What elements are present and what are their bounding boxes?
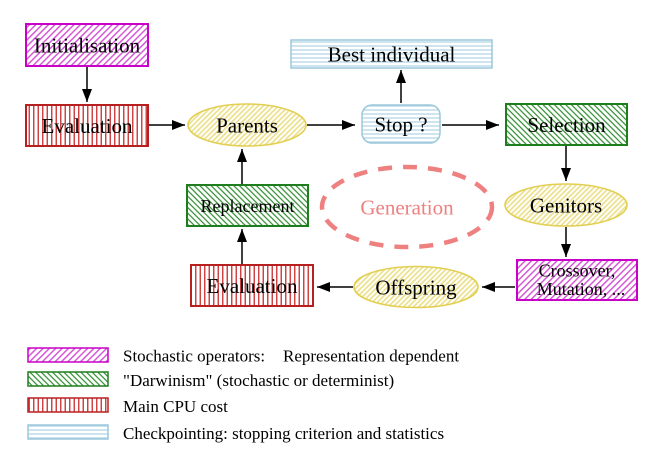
legend-row-cpu: Main CPU cost xyxy=(27,397,228,416)
evaluation-bottom-label: Evaluation xyxy=(207,274,298,298)
node-evaluation-bottom: Evaluation xyxy=(190,264,314,307)
node-generation: Generation xyxy=(319,164,495,250)
legend-label-darwinism: "Darwinism" (stochastic or determinist) xyxy=(123,371,394,390)
crossover-label-line1: Crossover, xyxy=(539,261,616,281)
offspring-label: Offspring xyxy=(375,276,457,300)
evaluation-bottom-box xyxy=(190,264,314,307)
legend-label-stochastic: Stochastic operators: xyxy=(123,347,265,366)
arrows xyxy=(82,67,571,292)
node-parents: Parents xyxy=(187,103,307,147)
node-stop: Stop ? xyxy=(361,104,441,144)
crossover-mutation-box xyxy=(516,259,638,301)
parents-ellipse xyxy=(187,103,307,147)
genitors-ellipse xyxy=(504,183,628,227)
legend: Stochastic operators: Representation dep… xyxy=(27,347,459,443)
stop-label: Stop ? xyxy=(374,113,427,137)
legend-row-checkpointing: Checkpointing: stopping criterion and st… xyxy=(27,424,444,443)
node-initialisation: Initialisation xyxy=(25,23,149,67)
legend-swatch-magenta-hatch xyxy=(27,347,109,363)
node-best-individual: Best individual xyxy=(290,39,493,69)
legend-label-representation: Representation dependent xyxy=(283,347,459,366)
crossover-label-line2: Mutation, ... xyxy=(537,279,626,299)
selection-box xyxy=(505,103,628,146)
initialisation-box xyxy=(25,23,149,67)
replacement-box xyxy=(186,184,309,227)
selection-label: Selection xyxy=(527,113,606,137)
legend-row-darwinism: "Darwinism" (stochastic or determinist) xyxy=(27,371,394,390)
genitors-label: Genitors xyxy=(530,194,602,218)
initialisation-label: Initialisation xyxy=(34,34,141,58)
legend-row-stochastic: Stochastic operators: Representation dep… xyxy=(27,347,459,366)
parents-label: Parents xyxy=(216,114,278,138)
node-crossover-mutation: Crossover, Mutation, ... xyxy=(516,259,638,301)
legend-swatch-red-stripes xyxy=(27,397,109,413)
generation-label: Generation xyxy=(360,196,454,220)
stop-box xyxy=(361,104,441,144)
best-individual-label: Best individual xyxy=(328,43,456,67)
offspring-ellipse xyxy=(353,265,479,309)
evaluation-top-box xyxy=(25,104,149,147)
legend-label-checkpointing: Checkpointing: stopping criterion and st… xyxy=(123,424,444,443)
node-replacement: Replacement xyxy=(186,184,309,227)
best-individual-box xyxy=(290,39,493,69)
node-offspring: Offspring xyxy=(353,265,479,309)
legend-swatch-blue-stripes xyxy=(27,424,109,440)
generation-dashed-ellipse xyxy=(319,164,495,250)
evaluation-top-label: Evaluation xyxy=(42,114,133,138)
node-selection: Selection xyxy=(505,103,628,146)
legend-label-cpu: Main CPU cost xyxy=(123,397,228,416)
node-genitors: Genitors xyxy=(504,183,628,227)
legend-swatch-green-hatch xyxy=(27,371,109,387)
replacement-label: Replacement xyxy=(201,196,295,216)
node-evaluation-top: Evaluation xyxy=(25,104,149,147)
